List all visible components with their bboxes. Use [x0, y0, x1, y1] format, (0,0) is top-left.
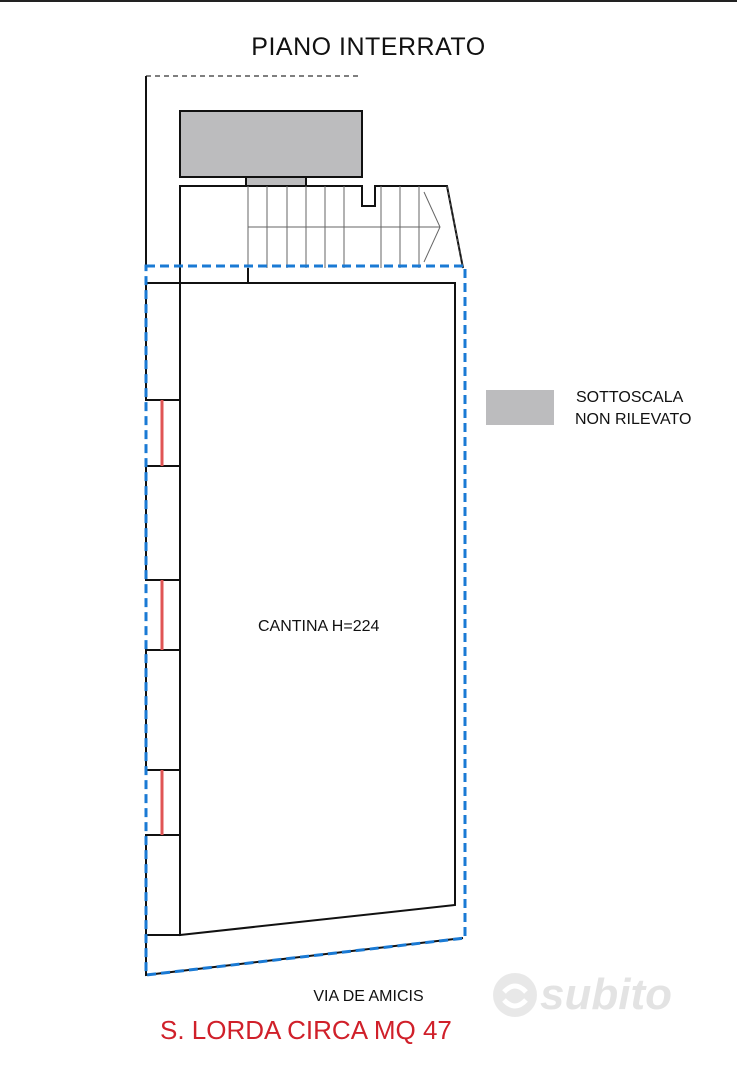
cantina-room: [179, 268, 456, 937]
street-label: VIA DE AMICIS: [313, 988, 424, 1005]
stair-treads: [247, 186, 440, 268]
stair-outline: [179, 185, 464, 283]
watermark-text: subito: [540, 970, 672, 1019]
floor-title: PIANO INTERRATO: [251, 33, 486, 61]
sottoscala-notch: [245, 176, 307, 187]
sottoscala-block: [179, 110, 363, 178]
stair-arrow: [423, 191, 441, 263]
room-label: CANTINA H=224: [258, 618, 380, 635]
legend-label-line2: NON RILEVATO: [575, 411, 692, 428]
legend-swatch: [486, 390, 554, 425]
top-border-line: [0, 0, 737, 2]
stair-dashed-edge: [446, 185, 464, 269]
watermark-logo-icon: [493, 973, 537, 1017]
legend-label-line1: SOTTOSCALA: [576, 389, 684, 406]
area-label: S. LORDA CIRCA MQ 47: [160, 1015, 452, 1045]
window-openings: [146, 399, 180, 836]
property-boundary: [144, 264, 467, 977]
